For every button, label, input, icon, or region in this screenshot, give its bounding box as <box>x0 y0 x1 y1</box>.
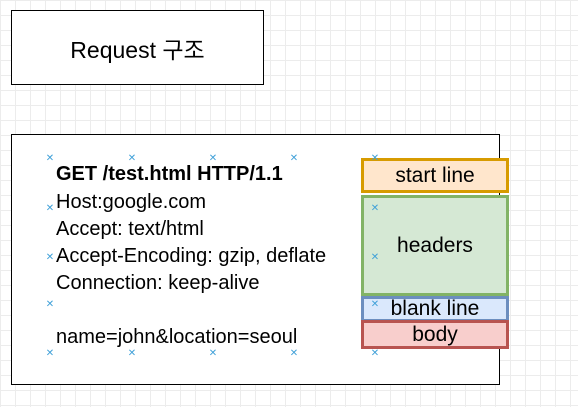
request-header-connection: Connection: keep-alive <box>56 272 260 294</box>
x-marker-icon: ✕ <box>127 348 137 359</box>
segment-body: body <box>361 320 509 349</box>
x-marker-icon: ✕ <box>45 299 55 310</box>
segment-start-line: start line <box>361 158 509 193</box>
x-marker-icon: ✕ <box>45 153 55 164</box>
x-marker-icon: ✕ <box>370 153 380 164</box>
x-marker-icon: ✕ <box>370 203 380 214</box>
x-marker-icon: ✕ <box>208 348 218 359</box>
request-body: name=john&location=seoul <box>56 326 298 348</box>
diagram-title: Request 구조 <box>11 10 264 85</box>
request-header-accept-encoding: Accept-Encoding: gzip, deflate <box>56 245 327 267</box>
segment-body-label: body <box>412 322 458 346</box>
request-header-host: Host:google.com <box>56 191 207 213</box>
x-marker-icon: ✕ <box>45 348 55 359</box>
segment-blank-line-label: blank line <box>390 297 480 320</box>
segment-headers-label: headers <box>397 233 473 257</box>
x-marker-icon: ✕ <box>370 348 380 359</box>
diagram-title-text: Request 구조 <box>70 36 205 63</box>
x-marker-icon: ✕ <box>45 252 55 263</box>
segment-blank-line: blank line <box>361 296 509 322</box>
request-start-line: GET /test.html HTTP/1.1 <box>56 163 283 185</box>
x-marker-icon: ✕ <box>289 348 299 359</box>
x-marker-icon: ✕ <box>45 203 55 214</box>
x-marker-icon: ✕ <box>208 153 218 164</box>
x-marker-icon: ✕ <box>127 153 137 164</box>
segment-headers: headers <box>361 195 509 296</box>
request-header-accept: Accept: text/html <box>56 218 204 240</box>
x-marker-icon: ✕ <box>289 153 299 164</box>
x-marker-icon: ✕ <box>370 252 380 263</box>
segment-start-line-label: start line <box>395 163 475 187</box>
x-marker-icon: ✕ <box>370 299 380 310</box>
